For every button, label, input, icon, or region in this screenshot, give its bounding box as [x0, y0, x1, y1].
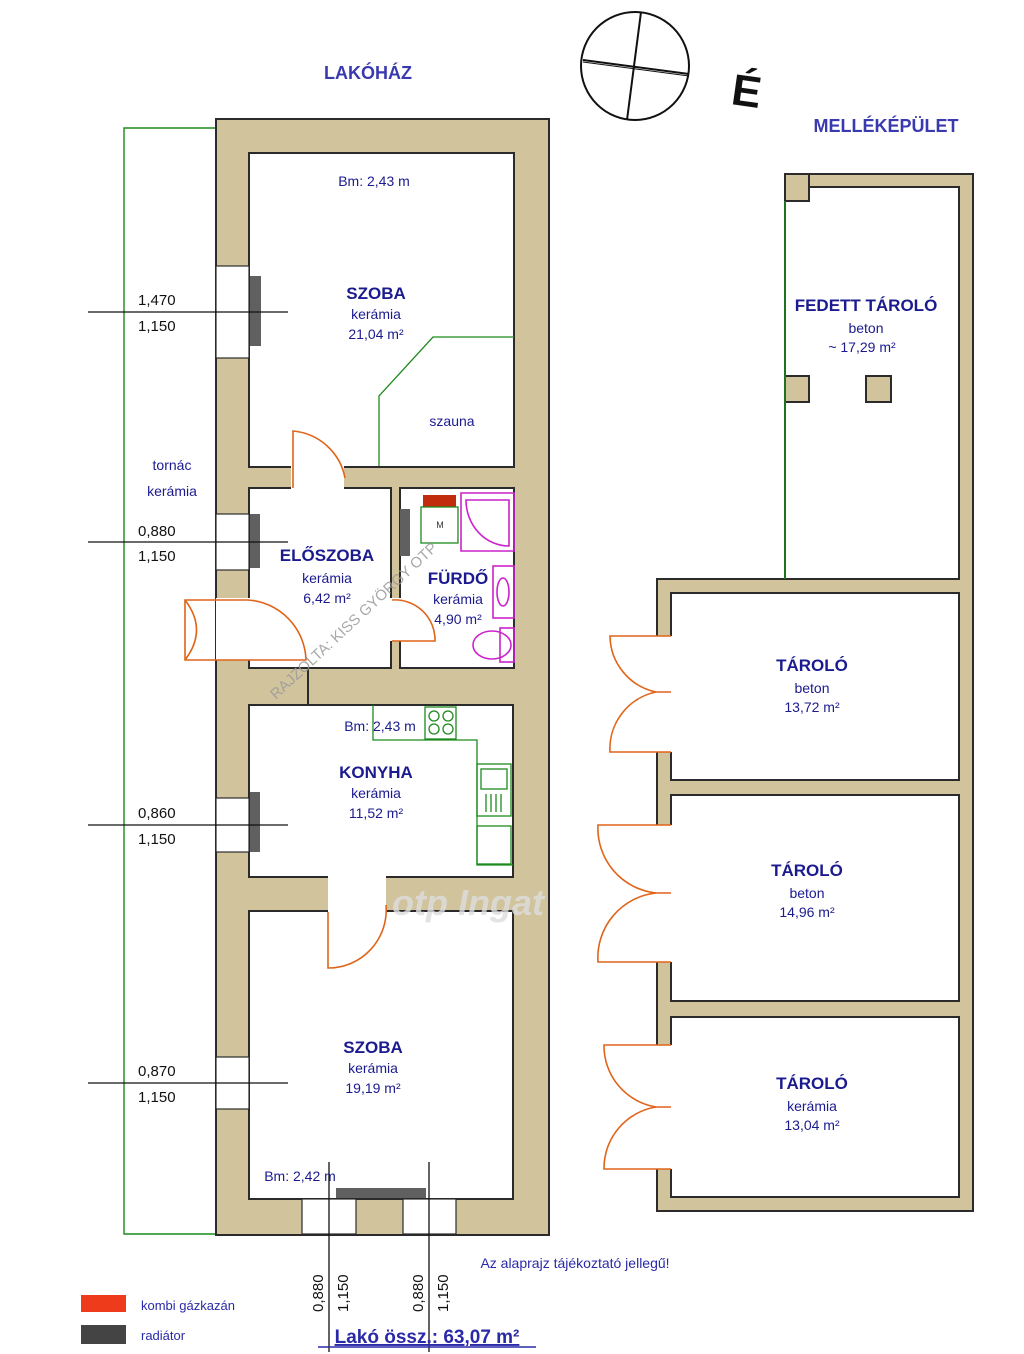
window-3-width: 0,860 — [138, 805, 176, 822]
window-1-width: 1,470 — [138, 292, 176, 309]
bath-name: FÜRDŐ — [428, 569, 488, 588]
sauna-label: szauna — [429, 413, 474, 429]
room-bottom-height: Bm: 2,42 m — [264, 1168, 336, 1184]
bath-area: 4,90 m² — [434, 611, 482, 627]
hall-floor: kerámia — [302, 570, 352, 586]
kitchen-height: Bm: 2,43 m — [344, 718, 416, 734]
kitchen-name: KONYHA — [339, 763, 413, 782]
radiators — [250, 276, 426, 1198]
brand-watermark: otp Ingat — [392, 882, 546, 923]
room-bottom-area: 19,19 m² — [345, 1080, 401, 1096]
window-3-height: 1,150 — [138, 831, 176, 848]
room-top-height: Bm: 2,43 m — [338, 173, 410, 189]
bathroom-fixtures: M — [420, 492, 515, 663]
main-house — [215, 118, 550, 1236]
porch-floor: kerámia — [147, 483, 197, 499]
window-4-width: 0,870 — [138, 1063, 176, 1080]
window-6-width: 0,880 — [410, 1274, 427, 1312]
covered-storage-area: ~ 17,29 m² — [828, 339, 896, 355]
sauna-outline — [378, 336, 514, 466]
kitchen-floor: kerámia — [351, 785, 401, 801]
storage-3-floor: kerámia — [787, 1098, 837, 1114]
total-area: Lakó össz.: 63,07 m² — [335, 1327, 520, 1348]
boiler-mark: M — [436, 520, 444, 530]
storage-1-name: TÁROLÓ — [776, 656, 848, 675]
compass-icon — [580, 11, 690, 121]
covered-storage-name: FEDETT TÁROLÓ — [795, 296, 938, 315]
hall-area: 6,42 m² — [303, 590, 351, 606]
legend-radiator-label: radiátor — [141, 1328, 186, 1343]
storage-2-name: TÁROLÓ — [771, 861, 843, 880]
storage-1-area: 13,72 m² — [784, 699, 840, 715]
window-5-height: 1,150 — [335, 1274, 352, 1312]
legend-radiator-swatch — [81, 1325, 126, 1344]
window-1-height: 1,150 — [138, 318, 176, 335]
room-top-floor: kerámia — [351, 306, 401, 322]
legend-boiler-label: kombi gázkazán — [141, 1298, 235, 1313]
north-mark: É — [729, 64, 765, 118]
annex-building — [656, 173, 974, 1212]
disclaimer-note: Az alaprajz tájékoztató jellegű! — [480, 1255, 669, 1271]
storage-3-name: TÁROLÓ — [776, 1074, 848, 1093]
room-bottom-floor: kerámia — [348, 1060, 398, 1076]
kitchen-area: 11,52 m² — [349, 805, 404, 821]
room-bottom-name: SZOBA — [343, 1038, 403, 1057]
window-4-height: 1,150 — [138, 1089, 176, 1106]
window-5-width: 0,880 — [310, 1274, 327, 1312]
legend-boiler-swatch — [81, 1295, 126, 1312]
annex-building-title: MELLÉKÉPÜLET — [813, 115, 958, 136]
hall-name: ELŐSZOBA — [280, 546, 374, 565]
storage-3-area: 13,04 m² — [784, 1117, 840, 1133]
doors — [184, 430, 436, 969]
bath-floor: kerámia — [433, 591, 483, 607]
window-2-width: 0,880 — [138, 523, 176, 540]
room-top-name: SZOBA — [346, 284, 406, 303]
porch-outline — [123, 127, 216, 1235]
dimension-lines — [88, 311, 430, 1352]
annex-doors — [597, 635, 671, 1170]
storage-2-floor: beton — [789, 885, 824, 901]
porch-name: tornác — [153, 457, 192, 473]
kitchen-fixtures — [372, 705, 513, 866]
window-2-height: 1,150 — [138, 548, 176, 565]
main-building-title: LAKÓHÁZ — [324, 62, 412, 83]
covered-storage-floor: beton — [848, 320, 883, 336]
window-6-height: 1,150 — [435, 1274, 452, 1312]
storage-1-floor: beton — [794, 680, 829, 696]
storage-2-area: 14,96 m² — [779, 904, 835, 920]
room-top-area: 21,04 m² — [348, 326, 404, 342]
